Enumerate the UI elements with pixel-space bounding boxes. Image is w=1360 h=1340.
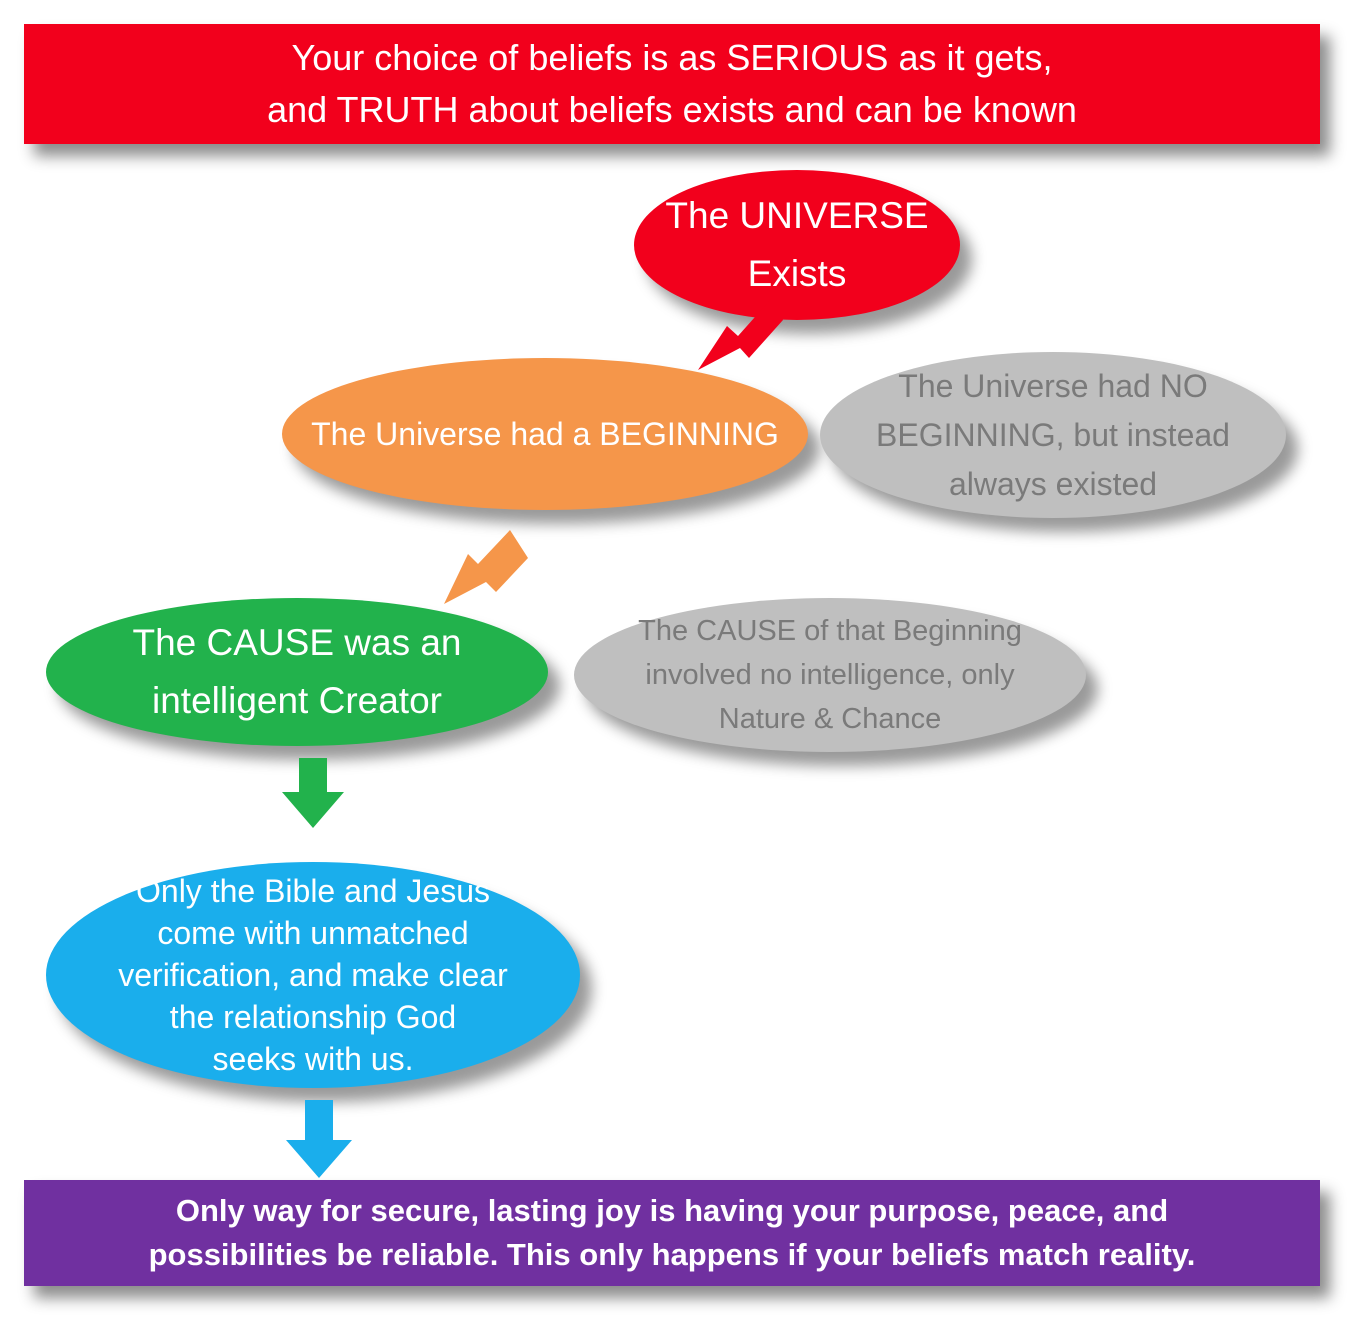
universe-beginning-node: The Universe had a BEGINNING [282, 358, 808, 510]
bible-node-line-1: Only the Bible and Jesus [136, 873, 490, 909]
top-banner: Your choice of beliefs is as SERIOUS as … [24, 24, 1320, 144]
no-beginning-line-2: BEGINNING, but instead [876, 416, 1230, 453]
nature-node-line-1: The CAUSE of that Beginning [638, 615, 1022, 647]
bottom-banner-line-2: possibilities be reliable. This only hap… [148, 1237, 1196, 1272]
no-beginning-line-1: The Universe had NO [898, 367, 1208, 404]
bible-node-line-2: come with unmatched [157, 915, 469, 951]
universe-node-line-2: Exists [747, 253, 847, 294]
bible-node-line-5: seeks with us. [212, 1041, 414, 1077]
blue-arrow-shape [286, 1100, 352, 1178]
bible-and-jesus-node: Only the Bible and Jesus come with unmat… [46, 862, 580, 1088]
orange-arrow-shape [444, 530, 528, 604]
no-beginning-line-3: always existed [948, 465, 1158, 502]
universe-node-line-1: The UNIVERSE [665, 195, 929, 236]
green-arrow-shape [282, 758, 344, 828]
red-arrow-shape [698, 298, 783, 370]
nature-node-line-3: Nature & Chance [718, 703, 942, 735]
creator-node-line-2: intelligent Creator [152, 680, 442, 721]
beginning-node-line-1: The Universe had a BEGINNING [311, 416, 779, 452]
bible-node-line-4: the relationship God [169, 999, 457, 1035]
arrow-universe-to-beginning [698, 298, 783, 370]
nature-node-line-2: involved no intelligence, only [645, 659, 1015, 691]
universe-exists-node: The UNIVERSE Exists [634, 170, 960, 320]
bottom-conclusion-banner: Only way for secure, lasting joy is havi… [24, 1180, 1320, 1286]
no-beginning-node: The Universe had NO BEGINNING, but inste… [820, 352, 1286, 518]
bible-node-line-3: verification, and make clear [118, 957, 508, 993]
nature-and-chance-node: The CAUSE of that Beginning involved no … [574, 598, 1086, 752]
arrow-bible-to-conclusion [286, 1100, 352, 1178]
arrow-beginning-to-creator [444, 530, 528, 604]
arrow-creator-to-bible [282, 758, 344, 828]
intelligent-creator-node: The CAUSE was an intelligent Creator [46, 598, 548, 746]
bottom-banner-line-1: Only way for secure, lasting joy is havi… [175, 1193, 1169, 1228]
creator-node-line-1: The CAUSE was an [132, 622, 462, 663]
top-banner-line-2: and TRUTH about beliefs exists and can b… [267, 89, 1077, 130]
top-banner-line-1: Your choice of beliefs is as SERIOUS as … [291, 37, 1053, 78]
